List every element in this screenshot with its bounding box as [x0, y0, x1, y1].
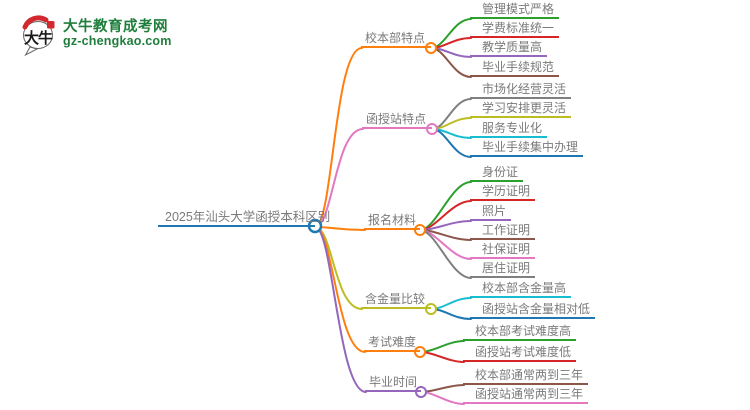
leaf-node-label: 学习安排更灵活	[470, 101, 572, 118]
mindmap-link	[419, 181, 472, 231]
leaf-node-label: 函授站考试难度低	[463, 345, 577, 362]
leaf-node-label: 市场化经营灵活	[470, 82, 572, 99]
node-toggle-station-features[interactable]	[426, 123, 438, 135]
logo-text-block: 大牛教育成考网 gz-chengkao.com	[63, 14, 172, 48]
mindmap-link	[314, 226, 366, 353]
node-toggle-application-materials[interactable]	[414, 224, 426, 236]
leaf-node-label: 管理模式严格	[470, 2, 560, 19]
mindmap-link	[314, 226, 367, 393]
leaf-node-label: 身份证	[470, 165, 524, 182]
node-toggle-exam-difficulty[interactable]	[414, 346, 426, 358]
mindmap-link	[430, 18, 472, 49]
leaf-node-label: 校本部含金量高	[470, 281, 572, 298]
branch-node-label-application-materials: 报名材料	[364, 213, 420, 230]
branch-node-label-campus-features: 校本部特点	[361, 31, 431, 48]
mindmap-link	[430, 37, 472, 49]
leaf-node-label: 校本部考试难度高	[463, 324, 577, 341]
logo-red-seal	[47, 21, 55, 29]
logo-red-arc	[22, 15, 49, 30]
logo-icon-text: 大牛	[24, 29, 53, 47]
mindmap-link	[430, 297, 472, 310]
leaf-node-label: 工作证明	[470, 223, 536, 240]
leaf-node-label: 居住证明	[470, 261, 536, 278]
site-logo[interactable]: 大牛 大牛教育成考网 gz-chengkao.com	[20, 14, 172, 56]
leaf-node-label: 照片	[470, 204, 512, 221]
mindmap-link	[314, 226, 366, 231]
logo-title: 大牛教育成考网	[63, 19, 168, 35]
mindmap-link	[419, 229, 472, 279]
node-toggle-campus-features[interactable]	[425, 42, 437, 54]
leaf-node-label: 毕业手续集中办理	[470, 140, 584, 157]
node-toggle-value-comparison[interactable]	[425, 303, 437, 315]
branch-node-label-exam-difficulty: 考试难度	[364, 335, 420, 352]
mindmap-link	[420, 384, 465, 393]
leaf-node-label: 毕业手续规范	[470, 60, 560, 77]
branch-node-label-value-comparison: 含金量比较	[361, 292, 431, 309]
leaf-node-label: 学历证明	[470, 184, 536, 201]
mindmap-link	[430, 308, 472, 320]
branch-node-label-graduation-time: 毕业时间	[365, 375, 421, 392]
leaf-node-label: 学费标准统一	[470, 21, 560, 38]
leaf-node-label: 函授站通常两到三年	[463, 387, 589, 404]
branch-node-label-station-features: 函授站特点	[362, 112, 432, 129]
leaf-node-label: 社保证明	[470, 242, 536, 259]
leaf-node-label: 服务专业化	[470, 121, 548, 138]
mindmap-link	[419, 351, 465, 363]
logo-url: gz-chengkao.com	[63, 34, 172, 48]
mindmap-link	[431, 98, 472, 130]
node-toggle-graduation-time[interactable]	[415, 386, 427, 398]
mindmap-link	[314, 47, 363, 228]
leaf-node-label: 教学质量高	[470, 40, 548, 57]
daniu-speech-bubble-icon: 大牛	[22, 15, 55, 56]
root-node-label: 2025年汕头大学函授本科区别	[158, 209, 330, 227]
mindmap-link	[419, 340, 465, 353]
leaf-node-label: 函授站含金量相对低	[470, 302, 596, 319]
leaf-node-label: 校本部通常两到三年	[463, 368, 589, 385]
speech-bubble	[23, 21, 53, 49]
mindmap-link	[431, 117, 472, 130]
mindmap-link	[420, 391, 465, 405]
